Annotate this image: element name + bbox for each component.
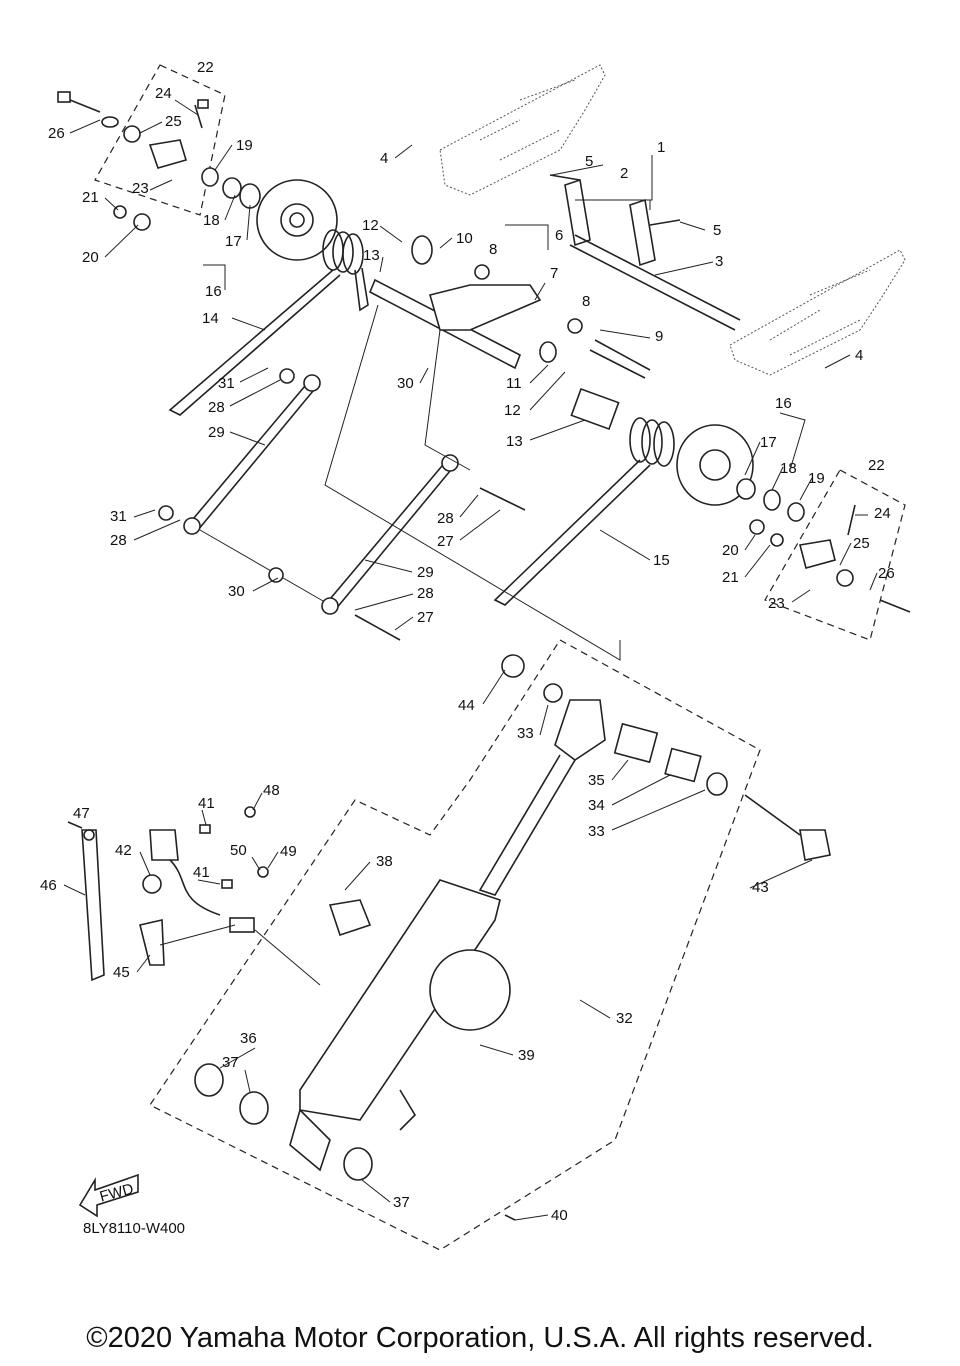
callout-23: 23	[132, 180, 149, 197]
callout-28: 28	[437, 510, 454, 527]
callout-44: 44	[458, 697, 475, 714]
callout-20: 20	[722, 542, 739, 559]
link-arm-right	[268, 454, 526, 641]
callout-47: 47	[73, 805, 90, 822]
callout-29: 29	[417, 564, 434, 581]
callout-46: 46	[40, 877, 57, 894]
frame-rail-lower	[729, 249, 906, 376]
callout-25: 25	[165, 113, 182, 130]
callout-35: 35	[588, 772, 605, 789]
callout-19: 19	[808, 470, 825, 487]
callout-40: 40	[551, 1207, 568, 1224]
callout-26: 26	[878, 565, 895, 582]
fwd-label: FWD	[98, 1180, 136, 1205]
leader-lines	[63, 99, 878, 1221]
end-cap-group-left	[57, 64, 261, 231]
callout-28: 28	[110, 532, 127, 549]
callout-27: 27	[417, 609, 434, 626]
callout-22: 22	[197, 59, 214, 76]
callout-7: 7	[550, 265, 558, 282]
callout-50: 50	[230, 842, 247, 859]
callout-15: 15	[653, 552, 670, 569]
callout-31: 31	[218, 375, 235, 392]
callout-13: 13	[506, 433, 523, 450]
gauge-rod	[67, 821, 105, 982]
callout-16: 16	[775, 395, 792, 412]
idler-wheel-left	[256, 179, 338, 261]
callout-5: 5	[713, 222, 721, 239]
callout-2: 2	[620, 165, 628, 182]
callout-19: 19	[236, 137, 253, 154]
torsion-spring-right	[493, 387, 675, 606]
callout-3: 3	[715, 253, 723, 270]
callout-22: 22	[868, 457, 885, 474]
callout-30: 30	[397, 375, 414, 392]
callout-21: 21	[722, 569, 739, 586]
callout-31: 31	[110, 508, 127, 525]
callout-24: 24	[155, 85, 172, 102]
callout-18: 18	[203, 212, 220, 229]
callout-23: 23	[768, 595, 785, 612]
callout-26: 26	[48, 125, 65, 142]
callout-29: 29	[208, 424, 225, 441]
diagram-code: 8LY8110-W400	[83, 1220, 186, 1237]
callout-24: 24	[874, 505, 891, 522]
callout-32: 32	[616, 1010, 633, 1027]
callout-33: 33	[588, 823, 605, 840]
callout-25: 25	[853, 535, 870, 552]
callout-38: 38	[376, 853, 393, 870]
callout-41: 41	[193, 864, 210, 881]
torsion-spring-left	[168, 229, 369, 416]
end-cap-group-right	[749, 469, 911, 641]
callout-27: 27	[437, 533, 454, 550]
callout-18: 18	[780, 460, 797, 477]
callout-28: 28	[208, 399, 225, 416]
frame-rail-upper	[439, 64, 606, 196]
callout-34: 34	[588, 797, 605, 814]
rear-shaft-bracket	[549, 174, 741, 331]
callout-14: 14	[202, 310, 219, 327]
callout-4: 4	[855, 347, 863, 364]
callout-1: 1	[657, 139, 665, 156]
callout-41: 41	[198, 795, 215, 812]
callout-8: 8	[582, 293, 590, 310]
callout-17: 17	[760, 434, 777, 451]
callout-30: 30	[228, 583, 245, 600]
fwd-direction-arrow: FWD	[78, 1173, 139, 1218]
callout-43: 43	[752, 879, 769, 896]
callout-5: 5	[585, 153, 593, 170]
callout-16: 16	[205, 283, 222, 300]
shock-absorber	[149, 639, 831, 1251]
callout-12: 12	[504, 402, 521, 419]
callout-48: 48	[263, 782, 280, 799]
callout-21: 21	[82, 189, 99, 206]
idler-wheel-right	[676, 424, 805, 522]
copyright-notice: ©2020 Yamaha Motor Corporation, U.S.A. A…	[86, 1322, 874, 1354]
callout-10: 10	[456, 230, 473, 247]
callout-33: 33	[517, 725, 534, 742]
callout-8: 8	[489, 241, 497, 258]
callout-13: 13	[363, 247, 380, 264]
callout-11: 11	[506, 375, 522, 392]
sensor-harness	[139, 806, 321, 986]
callout-28: 28	[417, 585, 434, 602]
callout-49: 49	[280, 843, 297, 860]
callout-20: 20	[82, 249, 99, 266]
main-shaft	[368, 235, 651, 379]
callout-6: 6	[555, 227, 563, 244]
callout-12: 12	[362, 217, 379, 234]
callout-45: 45	[113, 964, 130, 981]
callout-42: 42	[115, 842, 132, 859]
callout-39: 39	[518, 1047, 535, 1064]
link-arm-left	[158, 368, 331, 606]
callout-9: 9	[655, 328, 663, 345]
callout-17: 17	[225, 233, 242, 250]
callout-37: 37	[393, 1194, 410, 1211]
callout-4: 4	[380, 150, 388, 167]
exploded-parts-diagram: FWD 22 24 25 26 19 23 18 17 21 20 16 4 1…	[40, 59, 911, 1251]
callout-labels: 22 24 25 26 19 23 18 17 21 20 16 4 1 2 5…	[40, 59, 895, 1224]
callout-36: 36	[240, 1030, 257, 1047]
